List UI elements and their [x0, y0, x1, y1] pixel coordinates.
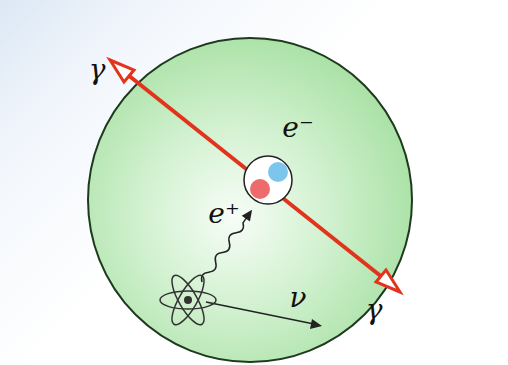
arrowhead — [376, 270, 400, 292]
electron-label: e⁻ — [282, 114, 313, 142]
gamma-label: γ — [366, 296, 383, 324]
sphere — [88, 38, 412, 362]
neutrino-label: ν — [289, 284, 306, 312]
arrowhead — [110, 60, 134, 82]
gamma-line — [118, 67, 392, 285]
atom-symbol — [160, 271, 216, 328]
gamma-label: γ — [89, 56, 106, 84]
positronium — [244, 156, 292, 204]
positron-label: e⁺ — [208, 200, 239, 228]
